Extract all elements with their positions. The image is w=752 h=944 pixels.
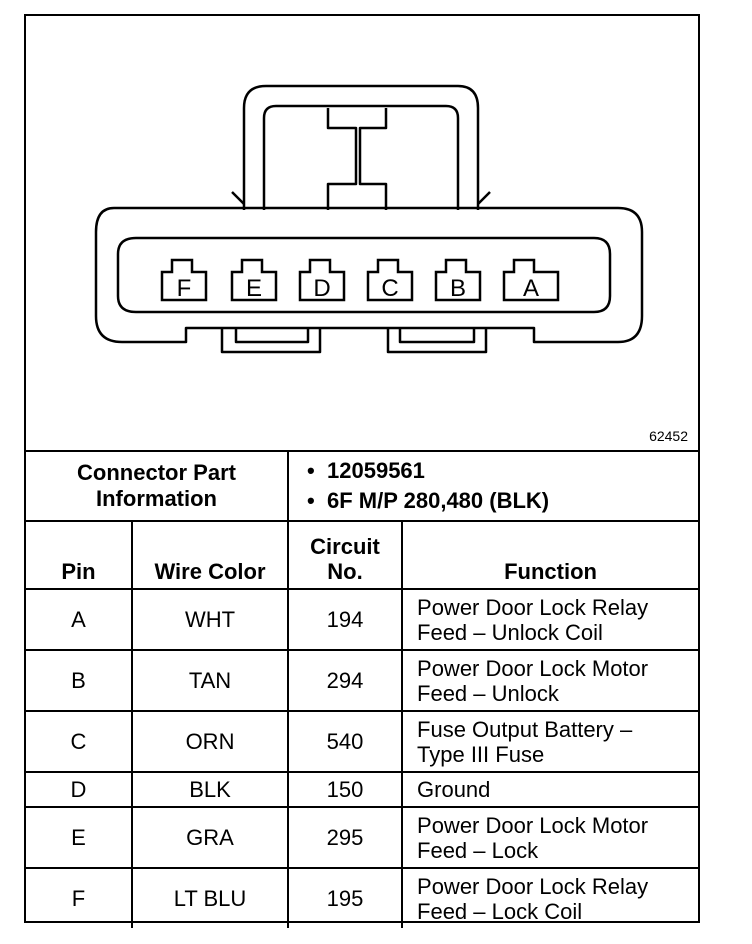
bottom-key-right xyxy=(386,328,488,354)
pin-terminal-c xyxy=(366,258,414,302)
pin-label-f: F xyxy=(177,275,192,302)
connector-info-label: Connector Part Information xyxy=(26,450,290,522)
table-row: C ORN 540 Fuse Output Battery –Type III … xyxy=(26,710,699,773)
circuit-cell: 294 xyxy=(287,649,404,712)
wire-color-cell: TAN xyxy=(130,649,290,712)
pin-label-b: B xyxy=(450,275,466,302)
header-wire-color: Wire Color xyxy=(130,520,290,590)
circuit-cell: 295 xyxy=(287,806,404,869)
pin-label-c: C xyxy=(381,275,398,302)
pin-cavity xyxy=(116,236,612,314)
connector-body xyxy=(94,206,644,344)
connector-frame: F E D C B A 62452 Connector Part Informa… xyxy=(24,14,700,928)
connector-table: Connector Part Information 12059561 6F M… xyxy=(26,450,699,928)
circuit-cell: 540 xyxy=(287,710,404,773)
header-pin: Pin xyxy=(26,520,133,590)
pin-terminals xyxy=(160,258,560,302)
latch-inner xyxy=(262,104,460,210)
pin-cell: D xyxy=(26,771,133,808)
circuit-cell: 194 xyxy=(287,588,404,651)
connector-spec: 6F M/P 280,480 (BLK) xyxy=(327,486,698,516)
pin-terminal-a xyxy=(502,258,560,302)
header-function: Function xyxy=(401,520,699,590)
pin-terminal-d xyxy=(298,258,346,302)
pin-cell: F xyxy=(26,867,133,928)
header-row: Pin Wire Color Circuit No. Function xyxy=(26,520,699,590)
part-number: 12059561 xyxy=(327,456,698,486)
circuit-cell: 195 xyxy=(287,867,404,928)
wire-color-cell: GRA xyxy=(130,806,290,869)
latch-housing xyxy=(242,84,480,210)
function-cell: Fuse Output Battery –Type III Fuse xyxy=(401,710,699,773)
pin-cell: A xyxy=(26,588,133,651)
wire-color-cell: LT BLU xyxy=(130,867,290,928)
wire-color-cell: ORN xyxy=(130,710,290,773)
pin-terminal-b xyxy=(434,258,482,302)
connector-info-row: Connector Part Information 12059561 6F M… xyxy=(26,450,699,522)
pin-label-a: A xyxy=(523,275,539,302)
bottom-key-left xyxy=(220,328,322,354)
pin-cell: C xyxy=(26,710,133,773)
pin-terminal-e xyxy=(230,258,278,302)
wire-color-cell: BLK xyxy=(130,771,290,808)
pin-cell: E xyxy=(26,806,133,869)
table-row: D BLK 150 Ground xyxy=(26,771,699,808)
pin-label-d: D xyxy=(313,275,330,302)
circuit-cell: 150 xyxy=(287,771,404,808)
pin-cell: B xyxy=(26,649,133,712)
pin-label-e: E xyxy=(246,275,262,302)
connector-info-values: 12059561 6F M/P 280,480 (BLK) xyxy=(287,450,699,522)
figure-id: 62452 xyxy=(649,428,688,444)
pin-terminal-f xyxy=(160,258,208,302)
connector-diagram: F E D C B A xyxy=(94,84,644,354)
wire-color-cell: WHT xyxy=(130,588,290,651)
function-cell: Ground xyxy=(401,771,699,808)
header-circuit: Circuit No. xyxy=(287,520,404,590)
latch-i-beam xyxy=(326,108,388,210)
